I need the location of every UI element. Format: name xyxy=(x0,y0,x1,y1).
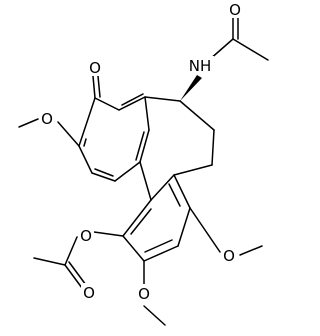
bond-ar-5-inner xyxy=(144,239,173,253)
bond-ome3-methyl xyxy=(239,245,263,256)
bond-c1-c2-inner xyxy=(121,93,144,106)
bond-ar-3 xyxy=(173,174,191,209)
label-bg xyxy=(78,226,94,244)
bond-oac-co-2 xyxy=(68,261,87,286)
bond-c4-c5 xyxy=(114,161,141,182)
bond-amide-methyl xyxy=(232,38,269,61)
molecule-structure-diagram: O NH O O O O O O xyxy=(18,1,269,326)
bond-ar-ome3 xyxy=(189,207,221,253)
bond-co-c1 xyxy=(94,97,120,111)
bond-ketone-2 xyxy=(97,75,101,98)
atom-acetate-carbonyl-oxygen: O xyxy=(83,284,95,302)
bond-c7-c7-inner xyxy=(83,138,87,147)
bond-c2-c3 xyxy=(144,96,150,131)
label-bg xyxy=(88,58,102,76)
stereo-wedge-bond xyxy=(180,75,202,101)
bond-c2-c7b xyxy=(144,96,181,102)
bond-ome-methyl xyxy=(18,118,39,128)
bond-ar-7-inner xyxy=(130,208,152,235)
bond-ar-2 xyxy=(150,174,175,201)
label-bg xyxy=(39,109,55,127)
label-bg xyxy=(81,283,97,301)
bond-oac-co-1 xyxy=(64,264,83,289)
bond-c6-c7 xyxy=(78,145,93,174)
atom-amide-oxygen: O xyxy=(229,1,241,19)
bond-c3-c4 xyxy=(139,129,150,163)
bond-c3-c4-inner xyxy=(135,131,145,161)
bond-c7b-c6b xyxy=(179,100,215,131)
bond-ar-4 xyxy=(177,207,191,247)
bond-c1-c2 xyxy=(118,96,146,111)
atom-acetoxy-oxygen: O xyxy=(80,227,92,245)
bond-c7-ome xyxy=(57,121,80,147)
label-bg xyxy=(136,284,152,302)
bond-c6b-c5b xyxy=(211,129,215,166)
bond-ar-1 xyxy=(139,161,152,201)
bond-ar-oac xyxy=(93,231,124,237)
atom-methoxy-oxygen-2: O xyxy=(138,285,150,303)
bond-ar-3-inner xyxy=(168,183,181,207)
bond-ome2-methyl xyxy=(143,305,166,326)
bond-ar-7 xyxy=(122,199,152,237)
atom-amide-nh: NH xyxy=(189,57,212,75)
bond-c5b-ar xyxy=(173,164,213,176)
atom-ketone-oxygen: O xyxy=(89,59,101,77)
label-bg xyxy=(221,246,237,264)
atom-labels: O NH O O O O O O xyxy=(39,1,242,303)
bond-oac-methyl xyxy=(33,257,66,266)
label-bg xyxy=(228,2,242,18)
bond-c7-co xyxy=(78,97,96,147)
bond-oac-carbonyl xyxy=(64,236,78,266)
atom-tropolone-methoxy-oxygen: O xyxy=(41,110,53,128)
bonds xyxy=(18,14,269,326)
atom-methoxy-oxygen-3: O xyxy=(223,247,235,265)
label-bg xyxy=(186,56,214,74)
bond-ketone-1 xyxy=(92,75,96,99)
bond-c5-c6 xyxy=(91,172,116,182)
bond-ar-6 xyxy=(122,235,145,262)
bond-ar-5 xyxy=(143,245,179,262)
bond-c5-c6-inner xyxy=(94,168,114,177)
